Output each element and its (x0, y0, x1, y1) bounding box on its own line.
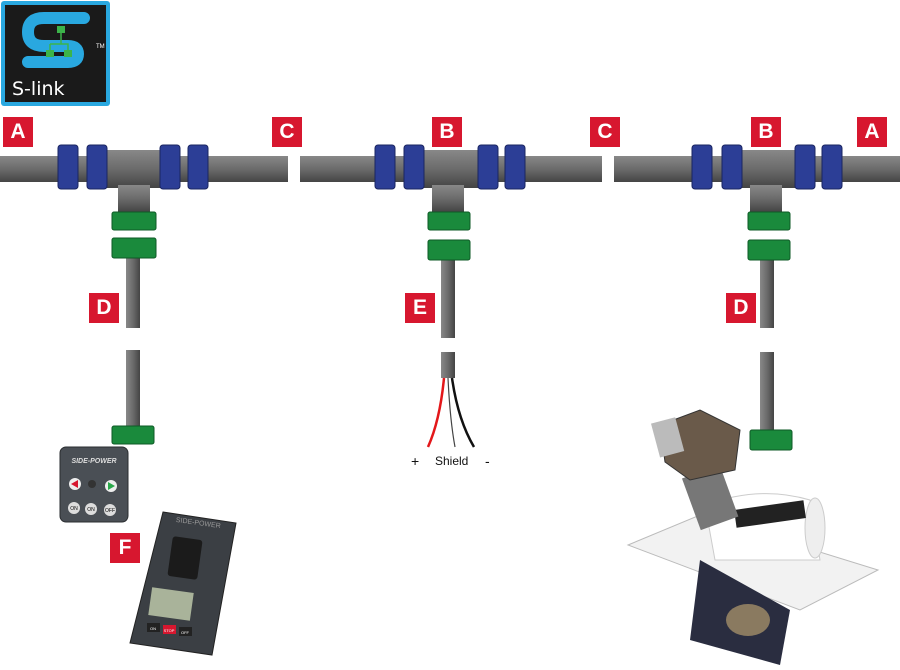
label-a-right: A (857, 117, 887, 147)
wire-plus-label: + (411, 453, 420, 469)
t-connectors (105, 150, 798, 212)
panel1-brand: SIDE-POWER (71, 458, 116, 465)
label-d-left: D (89, 293, 119, 323)
drop-cables (126, 256, 774, 432)
joystick-panel: SIDE-POWER ON STOP OFF (129, 511, 237, 656)
panel2-stop: STOP (164, 628, 175, 633)
label-c-left: C (272, 117, 302, 147)
side-power-panel: SIDE-POWER ON ON OFF (59, 446, 129, 523)
panel1-on1: ON (70, 506, 78, 512)
label-d-right: D (726, 293, 756, 323)
label-b-right: B (751, 117, 781, 147)
s-link-logo: S-link TM (1, 1, 110, 106)
panel1-on2: ON (87, 507, 95, 513)
label-e: E (405, 293, 435, 323)
drop-connectors (111, 211, 793, 451)
wire-shield-label: Shield (435, 454, 469, 468)
label-a-left: A (3, 117, 33, 147)
thruster-unit (626, 409, 880, 665)
panel1-off: OFF (105, 508, 115, 514)
label-f: F (110, 533, 140, 563)
panel2-on: ON (150, 626, 156, 631)
label-b-middle: B (432, 117, 462, 147)
panel2-off: OFF (181, 630, 190, 635)
logo-tm: TM (96, 44, 105, 50)
label-c-right: C (590, 117, 620, 147)
logo-text: S-link (12, 78, 65, 100)
wire-minus-label: - (485, 453, 490, 469)
backbone-connectors (57, 144, 843, 190)
wire-ends (426, 377, 476, 448)
